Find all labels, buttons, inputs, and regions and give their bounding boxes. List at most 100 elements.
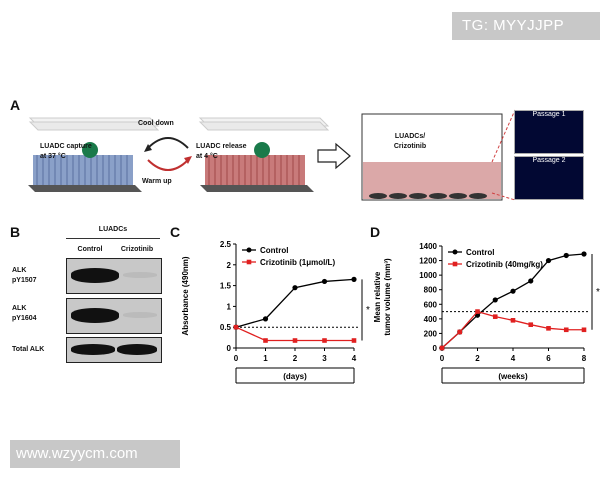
y-axis-label: Mean relative — [373, 271, 382, 322]
blot-col-control: Control — [77, 246, 103, 253]
x-tick-label: 1 — [263, 354, 268, 363]
blot-band — [71, 308, 119, 323]
data-point — [439, 345, 445, 351]
y-tick-label: 0.5 — [220, 323, 232, 332]
y-axis-label: tumor volume (mm³) — [383, 258, 392, 336]
watermark-bottom: www.wzyycm.com — [10, 440, 180, 468]
passage-1-image: Passage 1 — [514, 110, 584, 154]
y-tick-label: 2.5 — [220, 240, 232, 249]
x-tick-label: 0 — [234, 354, 239, 363]
data-point — [563, 252, 569, 259]
x-tick-label: 6 — [546, 354, 551, 363]
warm-up-label: Warm up — [142, 178, 172, 185]
x-tick-label: 3 — [322, 354, 327, 363]
passage-2-label: Passage 2 — [532, 157, 566, 164]
y-tick-label: 1 — [227, 302, 232, 311]
dish-label: LUADCs/ Crizotinib — [393, 133, 427, 150]
cycle-arrows — [144, 137, 192, 171]
blot-header: LUADCs — [98, 226, 128, 233]
chart-d: 0 200 400 600 800 1000 1200 1400 0 2 4 6 8 * ControlCr… — [373, 242, 600, 384]
y-tick-label: 2 — [227, 261, 232, 270]
outline-arrow-icon — [317, 142, 351, 170]
blot-row-label: ALK pY1604 — [12, 305, 37, 322]
blot-row — [66, 337, 162, 363]
data-point — [545, 257, 552, 264]
y-tick-label: 400 — [424, 315, 438, 324]
data-point — [351, 338, 357, 343]
blot-row-label: ALK pY1507 — [12, 267, 37, 284]
y-tick-label: 0 — [227, 344, 232, 353]
y-tick-label: 0 — [433, 344, 438, 353]
y-tick-label: 1000 — [419, 271, 437, 280]
data-point — [492, 297, 498, 303]
significance-star: * — [366, 305, 370, 316]
release-device — [198, 117, 330, 192]
blot-band — [71, 344, 115, 355]
legend-label: Control — [466, 248, 494, 257]
legend-marker — [452, 249, 458, 255]
y-tick-label: 600 — [424, 300, 438, 309]
data-point — [351, 276, 357, 282]
x-tick-label: 2 — [293, 354, 298, 363]
panel-d-label: D — [370, 224, 381, 240]
legend-label: Crizotinib (40mg/kg) — [466, 260, 543, 269]
y-tick-label: 800 — [424, 286, 438, 295]
data-point — [581, 251, 587, 257]
data-point — [563, 327, 569, 333]
panel-c-label: C — [170, 224, 181, 240]
capture-label: LUADC capture at 37 °C — [40, 143, 92, 160]
data-point — [510, 318, 516, 323]
data-point — [581, 327, 587, 333]
data-point — [292, 285, 298, 291]
series-line — [441, 310, 584, 349]
blot-row — [66, 258, 162, 294]
data-point — [528, 278, 534, 284]
blot-row — [66, 298, 162, 334]
blot-band — [123, 312, 157, 318]
data-point — [292, 338, 298, 343]
x-tick-label: 4 — [352, 354, 357, 363]
culture-dish — [361, 109, 516, 201]
passage-1-label: Passage 1 — [532, 111, 566, 118]
data-point — [233, 324, 239, 330]
data-point — [322, 338, 327, 343]
y-tick-label: 200 — [424, 329, 438, 338]
passage-2-image: Passage 2 — [514, 156, 584, 200]
data-point — [492, 314, 498, 319]
blot-band — [123, 272, 157, 278]
legend-label: Control — [260, 246, 288, 255]
data-point — [528, 322, 534, 327]
x-tick-label: 4 — [511, 354, 516, 363]
significance-star: * — [596, 287, 600, 298]
y-tick-label: 1400 — [419, 242, 437, 251]
panel-a-label: A — [10, 97, 21, 113]
data-point — [457, 329, 463, 335]
legend-marker — [246, 259, 252, 265]
cool-down-label: Cool down — [138, 120, 174, 127]
data-point — [475, 309, 480, 314]
data-point — [321, 278, 328, 285]
legend-marker — [246, 247, 252, 253]
data-point — [510, 288, 516, 294]
x-tick-label: 8 — [582, 354, 587, 363]
watermark-top: TG: MYYJJPP — [452, 12, 600, 40]
panel-b-label: B — [10, 224, 21, 240]
blot-row-label: Total ALK — [12, 346, 45, 353]
x-axis-label: (days) — [283, 372, 307, 381]
capture-device — [28, 117, 160, 192]
x-tick-label: 0 — [440, 354, 445, 363]
legend-label: Crizotinib (1μmol/L) — [260, 258, 335, 267]
data-point — [262, 316, 269, 322]
release-label: LUADC release at 4 °C — [196, 143, 247, 160]
x-tick-label: 2 — [475, 354, 480, 363]
y-tick-label: 1.5 — [220, 282, 232, 291]
y-axis-label: Absorbance (490nm) — [181, 256, 190, 335]
data-point — [546, 326, 551, 331]
blot-col-crizotinib: Crizotinib — [120, 246, 154, 253]
blot-header-line — [66, 238, 160, 239]
y-tick-label: 1200 — [419, 257, 437, 266]
x-axis-label: (weeks) — [498, 372, 528, 381]
blot-band — [71, 268, 119, 283]
data-point — [263, 338, 268, 343]
